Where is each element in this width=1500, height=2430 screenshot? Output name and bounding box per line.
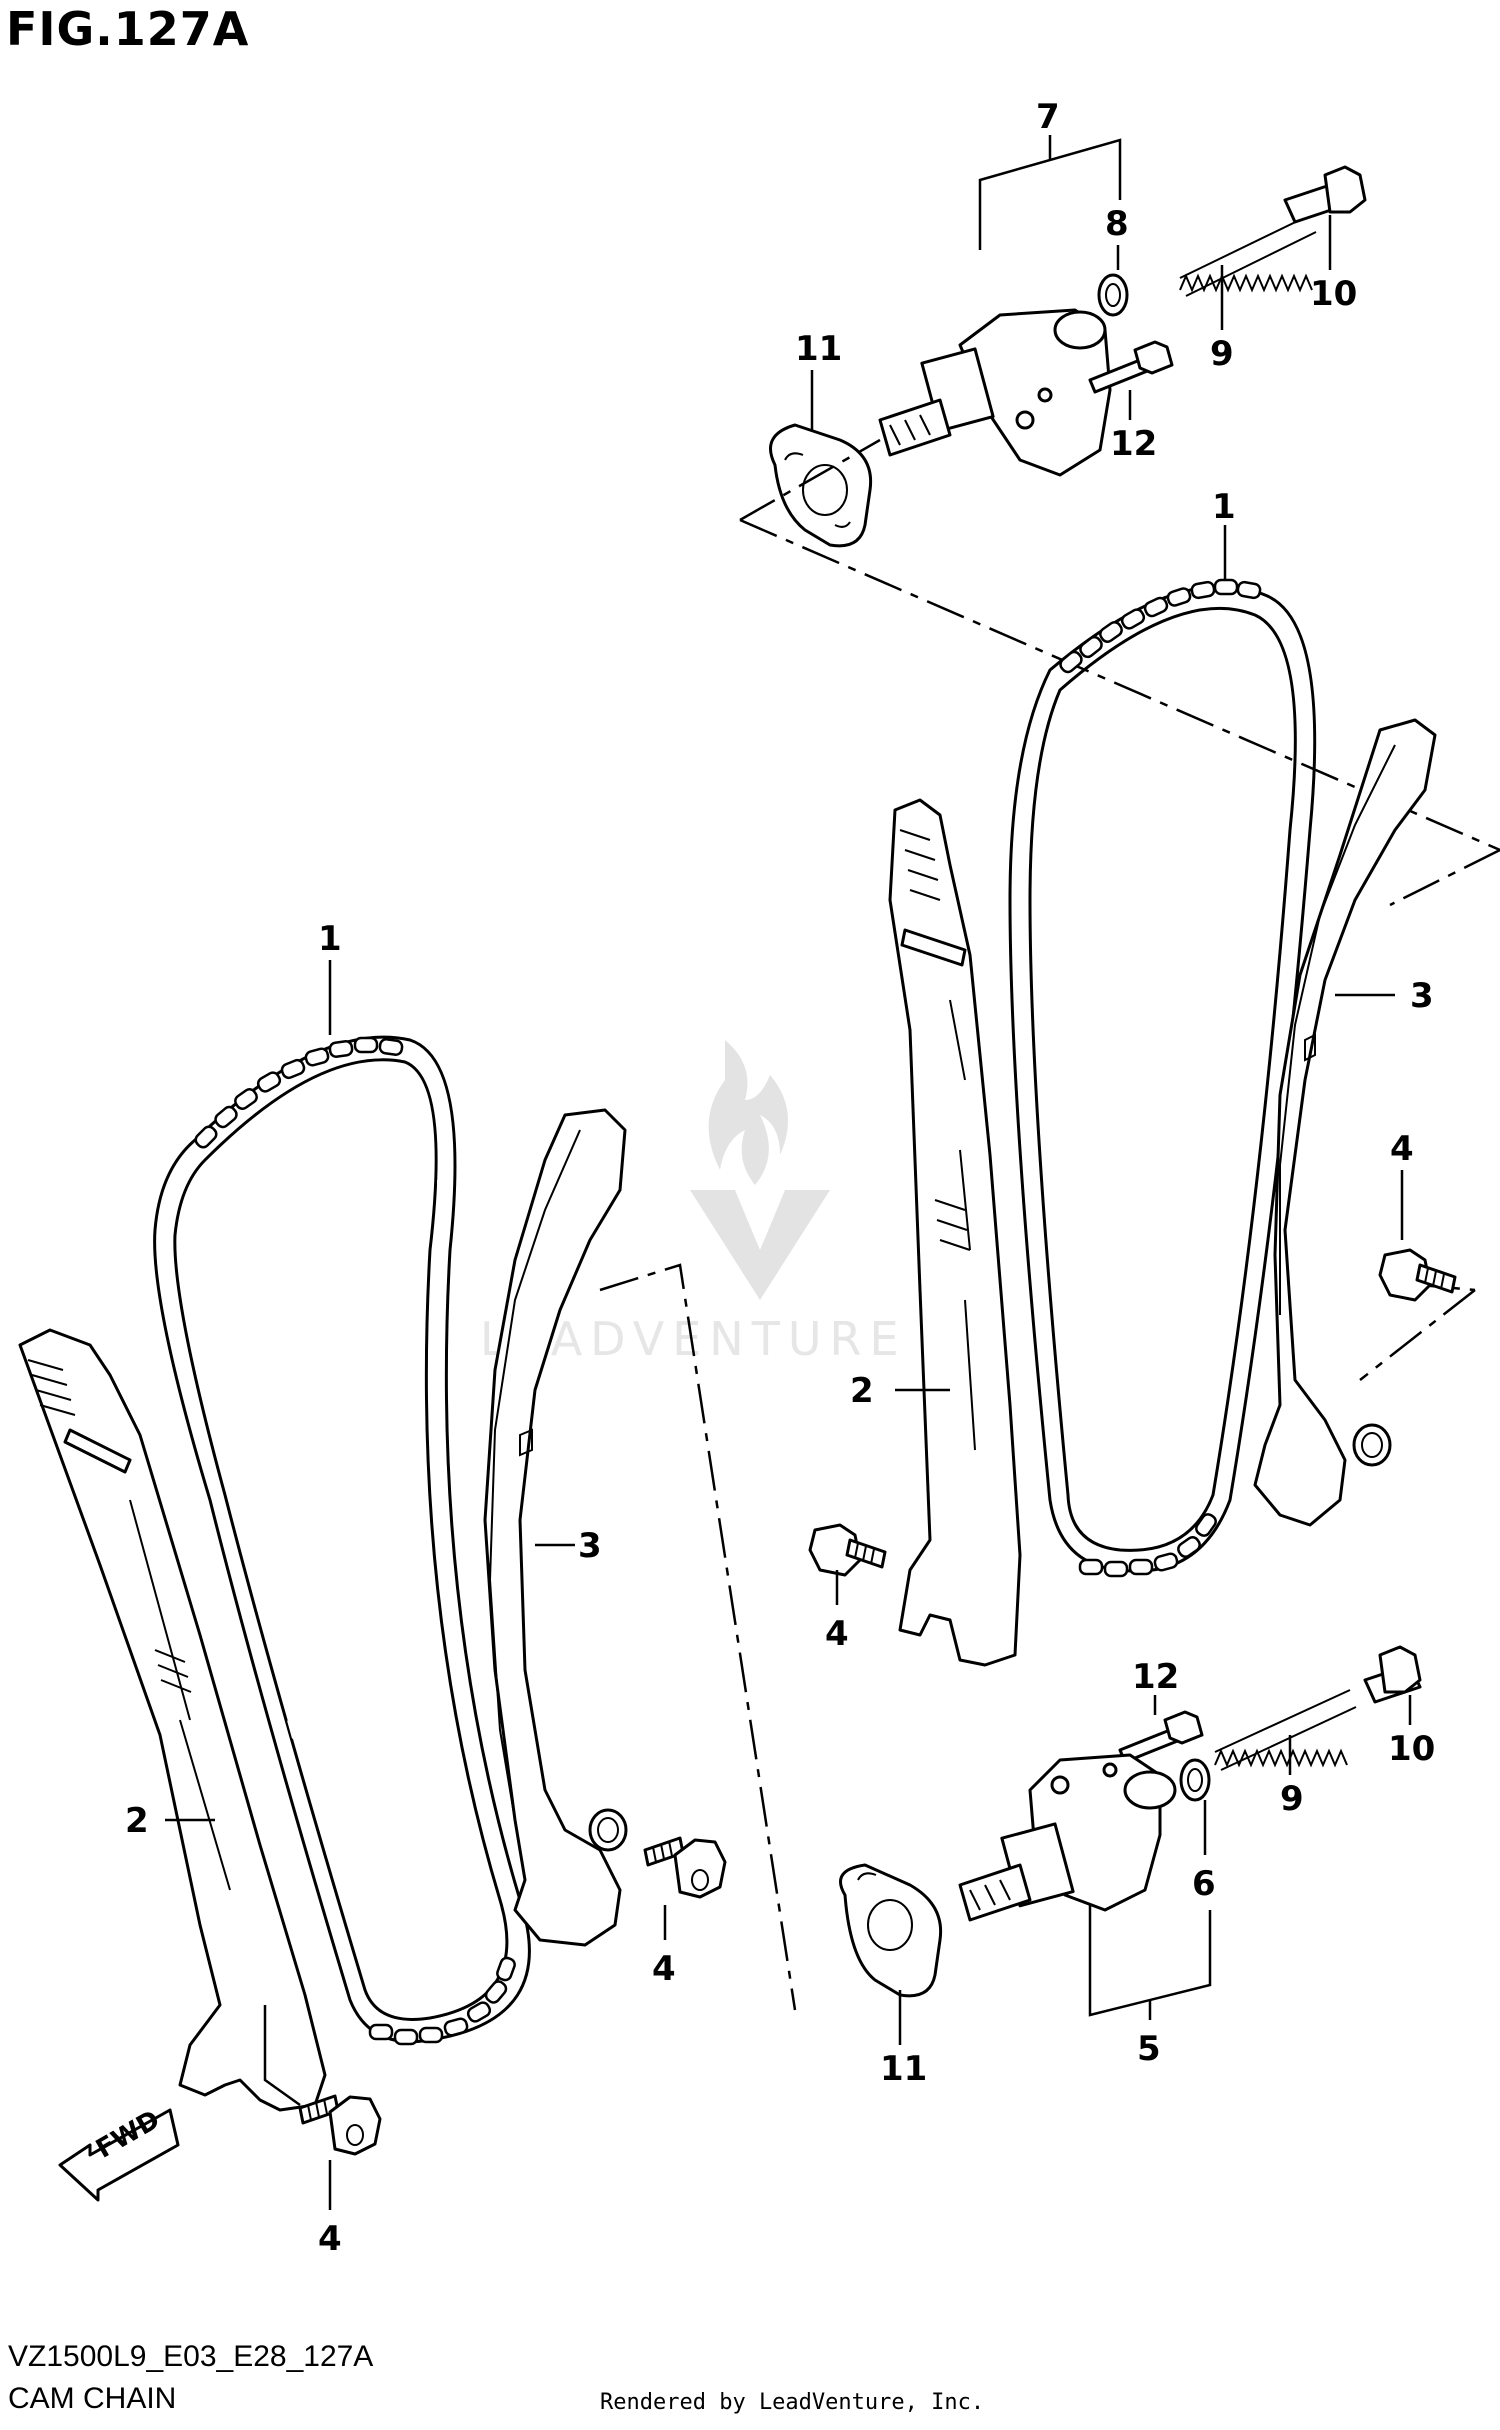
callout-left-3[interactable]: 3	[578, 1526, 602, 1566]
callout-right-4a[interactable]: 4	[1390, 1129, 1414, 1169]
tensioner-bolt-lower[interactable]	[1118, 1710, 1204, 1764]
cam-chain-tensioner-lower[interactable]	[958, 1753, 1177, 1922]
guide-bolt-left-bottom[interactable]	[298, 2094, 382, 2156]
callout-left-4b[interactable]: 4	[318, 2219, 342, 2259]
left-chain-group: 1 2 3 4	[18, 919, 727, 2259]
right-chain-group: 1 2 3 4	[808, 487, 1457, 1667]
tensioner-gasket-upper[interactable]	[769, 423, 873, 548]
callout-7[interactable]: 7	[1036, 97, 1060, 137]
callout-lower-12[interactable]: 12	[1132, 1657, 1179, 1697]
chain-tensioner-guide-right[interactable]	[888, 798, 1022, 1667]
callout-11[interactable]: 11	[795, 329, 842, 369]
callout-12[interactable]: 12	[1110, 424, 1157, 464]
chain-guide-left[interactable]	[483, 1108, 628, 1947]
alignment-line-right-a	[1359, 1289, 1476, 1381]
alignment-line-left	[599, 1263, 797, 2011]
callout-lower-5[interactable]: 5	[1137, 2029, 1161, 2069]
tensioner-spring-upper[interactable]	[1179, 214, 1317, 297]
chain-tensioner-guide-left[interactable]	[18, 1328, 327, 2112]
diagram-name: CAM CHAIN	[8, 2382, 177, 2415]
alignment-line-upper-c	[1389, 848, 1500, 907]
callout-lower-9[interactable]: 9	[1280, 1779, 1304, 1819]
callout-9[interactable]: 9	[1210, 334, 1234, 374]
cam-chain-left[interactable]	[153, 1035, 531, 2046]
callout-right-1[interactable]: 1	[1212, 487, 1236, 527]
forward-direction-indicator: FWD	[58, 2105, 180, 2202]
tensioner-cap-bolt-lower[interactable]	[1363, 1645, 1422, 1704]
guide-bolt-right-lower[interactable]	[808, 1523, 887, 1577]
tensioner-spring-lower[interactable]	[1214, 1689, 1357, 1771]
bracket-5	[1088, 1905, 1212, 2017]
washer-lower[interactable]	[1179, 1758, 1211, 1802]
washer-upper[interactable]	[1097, 273, 1129, 317]
alignment-line-upper-a	[739, 438, 881, 522]
guide-bolt-left-middle[interactable]	[643, 1836, 727, 1899]
callout-10[interactable]: 10	[1310, 274, 1357, 314]
upper-tensioner-group: 7 8 9 10	[769, 97, 1367, 548]
cam-chain-right[interactable]	[1008, 578, 1317, 1578]
figure-title: FIG.127A	[6, 2, 250, 56]
cam-chain-tensioner-upper[interactable]	[878, 308, 1112, 477]
render-credit: Rendered by LeadVenture, Inc.	[600, 2390, 985, 2415]
callout-right-3[interactable]: 3	[1410, 976, 1434, 1016]
chain-guide-right[interactable]	[1253, 718, 1437, 1527]
callout-right-4b[interactable]: 4	[825, 1614, 849, 1654]
guide-bolt-right-upper[interactable]	[1378, 1248, 1457, 1302]
tensioner-gasket-lower[interactable]	[839, 1863, 943, 1998]
callout-8[interactable]: 8	[1105, 204, 1129, 244]
callout-lower-10[interactable]: 10	[1388, 1729, 1435, 1769]
callout-lower-6[interactable]: 6	[1192, 1864, 1216, 1904]
callout-lower-11[interactable]: 11	[880, 2049, 927, 2089]
callout-left-4a[interactable]: 4	[652, 1949, 676, 1989]
lower-tensioner-group: 12 10 9 6	[839, 1645, 1435, 2089]
model-code: VZ1500L9_E03_E28_127A	[8, 2340, 374, 2373]
tensioner-cap-bolt-upper[interactable]	[1283, 165, 1367, 224]
callout-right-2[interactable]: 2	[850, 1371, 874, 1411]
tensioner-bolt-upper[interactable]	[1088, 340, 1174, 394]
callout-left-1[interactable]: 1	[318, 919, 342, 959]
callout-left-2[interactable]: 2	[125, 1801, 149, 1841]
